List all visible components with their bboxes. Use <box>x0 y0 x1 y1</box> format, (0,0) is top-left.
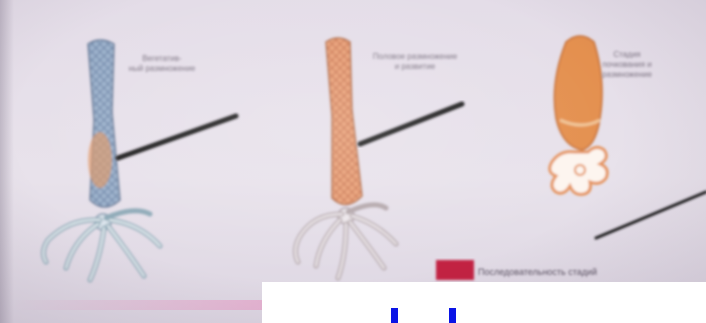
white-overlay-box <box>262 282 706 323</box>
pointer-stick-icon <box>360 104 462 144</box>
pink-strip <box>10 300 262 310</box>
legend-text: Последовательность стадий <box>478 267 688 278</box>
blue-tick-left <box>391 308 398 323</box>
blue-tick-right <box>449 308 456 323</box>
hydra-drawing-icon <box>295 38 396 278</box>
label-hydra-b: Половое размножение и развитие <box>360 52 470 72</box>
label-hydra-a: Вегетатив- ный размножение <box>122 54 202 74</box>
pointer-stick-icon <box>596 192 706 238</box>
hydra-drawing-icon <box>43 40 160 280</box>
red-swatch-icon <box>436 260 474 280</box>
label-hydra-c: Стадия почкования и размножение <box>592 50 662 80</box>
pointer-stick-icon <box>118 116 236 158</box>
